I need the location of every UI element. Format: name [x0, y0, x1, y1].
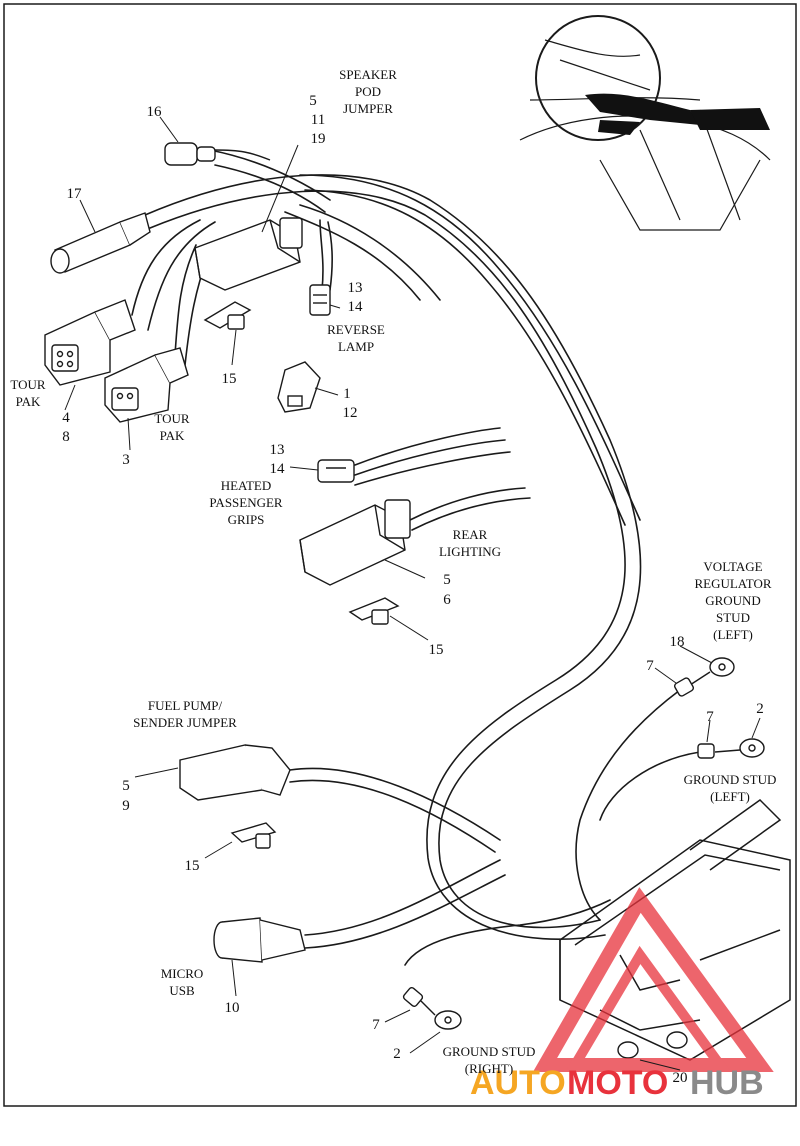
callout-5-mid: 5 [443, 572, 451, 588]
callout-7-c: 7 [372, 1017, 380, 1033]
label-reverse-lamp-1: REVERSE [327, 322, 385, 337]
connector-micro-usb [213, 917, 306, 963]
watermark-logo [532, 887, 774, 1072]
watermark-auto: AUTO [470, 1064, 566, 1102]
connector-heated-grips [317, 459, 355, 483]
label-voltage-reg-5: (LEFT) [713, 627, 753, 642]
label-tour-pak-left-1: TOUR [10, 377, 45, 392]
label-reverse-lamp-2: LAMP [338, 339, 374, 354]
callout-19: 19 [311, 131, 326, 147]
callout-13-top: 13 [348, 280, 363, 296]
callout-14-mid: 14 [270, 461, 286, 477]
watermark-hub: HUB [690, 1064, 764, 1102]
label-voltage-reg-1: VOLTAGE [703, 559, 762, 574]
label-voltage-reg-3: GROUND [705, 593, 761, 608]
label-ground-right-1: GROUND STUD [443, 1044, 536, 1059]
label-tour-pak-right-2: PAK [160, 428, 185, 443]
leader-lines [64, 116, 761, 1071]
callout-15-a: 15 [222, 371, 237, 387]
callout-5-low: 5 [122, 778, 130, 794]
connector-17 [50, 212, 151, 274]
labels: SPEAKER POD JUMPER REVERSE LAMP TOUR PAK… [10, 67, 776, 1076]
label-speaker-pod-3: JUMPER [343, 101, 393, 116]
frame-bracket [559, 799, 791, 1061]
callout-8: 8 [62, 429, 70, 445]
clip-15-c [230, 822, 277, 849]
callout-14-top: 14 [348, 299, 364, 315]
label-ground-left-1: GROUND STUD [684, 772, 777, 787]
callout-13-mid: 13 [270, 442, 285, 458]
label-fuel-pump-2: SENDER JUMPER [133, 715, 237, 730]
callout-11: 11 [311, 112, 325, 128]
label-micro-usb-1: MICRO [161, 966, 204, 981]
callout-2-a: 2 [756, 701, 764, 717]
callout-15-b: 15 [429, 642, 444, 658]
callout-18: 18 [670, 634, 685, 650]
label-rear-lighting-1: REAR [453, 527, 488, 542]
label-tour-pak-right-1: TOUR [154, 411, 189, 426]
label-voltage-reg-2: REGULATOR [694, 576, 771, 591]
callout-1: 1 [343, 386, 351, 402]
callout-15-c: 15 [185, 858, 200, 874]
callout-16: 16 [147, 104, 163, 120]
watermark-moto: MOTO [567, 1064, 668, 1102]
label-heated-grips-3: GRIPS [228, 512, 265, 527]
ring-terminals [402, 657, 765, 1059]
main-harness [131, 149, 701, 966]
callout-17: 17 [67, 186, 83, 202]
callouts: 16 17 5 11 19 13 14 4 8 3 15 1 12 13 14 … [62, 93, 764, 1086]
connector-fuel-pump [179, 744, 291, 801]
callout-4: 4 [62, 410, 70, 426]
label-heated-grips-1: HEATED [221, 478, 272, 493]
label-tour-pak-left-2: PAK [16, 394, 41, 409]
label-rear-lighting-2: LIGHTING [439, 544, 501, 559]
connector-tour-pak-right [104, 347, 189, 423]
label-voltage-reg-4: STUD [716, 610, 750, 625]
callout-7-a: 7 [646, 658, 654, 674]
label-heated-grips-2: PASSENGER [209, 495, 283, 510]
label-speaker-pod-2: POD [355, 84, 381, 99]
callout-10: 10 [225, 1000, 240, 1016]
connector-speaker-pod [194, 217, 303, 291]
label-micro-usb-2: USB [169, 983, 195, 998]
connector-1-12 [277, 361, 321, 413]
callout-6: 6 [443, 592, 451, 608]
callout-3: 3 [122, 452, 130, 468]
label-speaker-pod-1: SPEAKER [339, 67, 397, 82]
label-ground-right-2: (RIGHT) [465, 1061, 513, 1076]
callout-5-top: 5 [309, 93, 317, 109]
callout-7-b: 7 [706, 709, 714, 725]
clip-15-a [203, 301, 252, 330]
label-ground-left-2: (LEFT) [710, 789, 750, 804]
connector-16 [164, 142, 271, 166]
connector-rear-lighting [299, 499, 411, 586]
clip-15-b [348, 597, 400, 625]
callout-9: 9 [122, 798, 130, 814]
callout-2-b: 2 [393, 1046, 401, 1062]
label-fuel-pump-1: FUEL PUMP/ [148, 698, 223, 713]
callout-20: 20 [673, 1070, 688, 1086]
locator-inset [519, 15, 771, 231]
callout-12: 12 [343, 405, 358, 421]
connector-tour-pak-left [44, 299, 136, 386]
connector-reverse-lamp [309, 284, 331, 316]
